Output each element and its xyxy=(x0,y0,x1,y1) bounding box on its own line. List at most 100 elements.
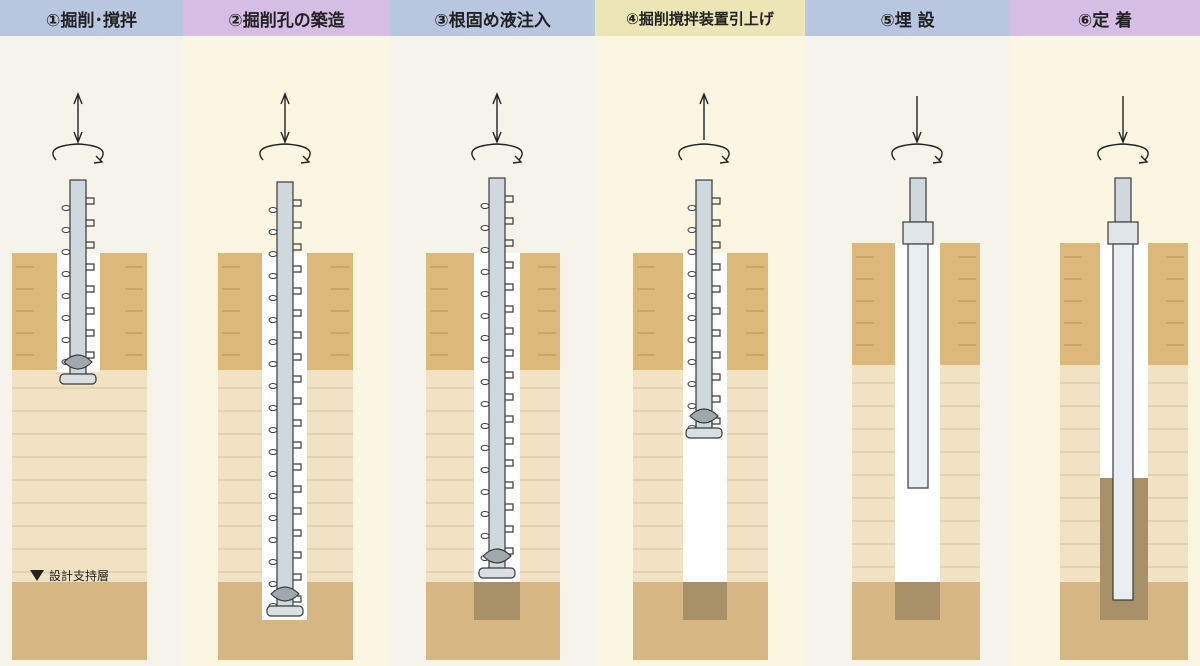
auger-blade xyxy=(505,481,514,489)
auger-rod xyxy=(276,181,294,611)
auger-blade xyxy=(86,329,95,337)
auger-blade xyxy=(712,307,721,315)
auger-nozzle xyxy=(61,271,71,277)
auger-blade xyxy=(505,283,514,291)
auger-nozzle xyxy=(687,227,697,233)
arrow-head-down xyxy=(912,131,922,144)
auger-nozzle xyxy=(480,335,490,341)
drill-bit xyxy=(478,567,516,579)
auger-nozzle xyxy=(268,493,278,499)
auger-blade xyxy=(712,351,721,359)
rotation-arc xyxy=(259,143,311,161)
auger-blade xyxy=(293,331,302,339)
auger-blade xyxy=(505,459,514,467)
vertical-arrow-icon xyxy=(280,92,290,144)
auger-nozzle xyxy=(268,537,278,543)
auger-nozzle xyxy=(61,227,71,233)
auger-blade xyxy=(505,261,514,269)
pile-cap-rod xyxy=(1114,177,1132,223)
rotation-arrowhead xyxy=(300,155,311,164)
rotation-arc xyxy=(678,143,730,161)
rotation-arrowhead xyxy=(932,155,943,164)
auger-rod xyxy=(695,179,713,433)
screw-head xyxy=(63,354,93,370)
auger-blade xyxy=(293,419,302,427)
root-cement-fill xyxy=(474,582,520,620)
auger-blade xyxy=(293,397,302,405)
auger-nozzle xyxy=(480,291,490,297)
auger-blade xyxy=(712,329,721,337)
step-header-1: ①掘削･撹拌 xyxy=(0,0,183,36)
auger-nozzle xyxy=(268,295,278,301)
arrow-head-down xyxy=(492,131,502,144)
arrow-head-down xyxy=(1118,131,1128,144)
root-cement-fill xyxy=(895,582,940,620)
auger-nozzle xyxy=(480,225,490,231)
drill-bit xyxy=(266,605,304,617)
step-title: ①掘削･撹拌 xyxy=(46,10,137,31)
vertical-arrow-icon xyxy=(699,92,709,140)
auger-blade xyxy=(505,327,514,335)
auger-nozzle xyxy=(61,337,71,343)
auger-blade xyxy=(293,507,302,515)
auger-nozzle xyxy=(268,515,278,521)
auger-blade xyxy=(293,375,302,383)
auger-nozzle xyxy=(687,403,697,409)
screw-head xyxy=(482,548,512,564)
auger-nozzle xyxy=(268,427,278,433)
step-title: ⑤埋 設 xyxy=(880,10,935,31)
auger-nozzle xyxy=(480,269,490,275)
auger-nozzle xyxy=(687,271,697,277)
auger-blade xyxy=(712,395,721,403)
root-cement-fill xyxy=(683,582,727,620)
auger-blade xyxy=(86,241,95,249)
vertical-arrow-icon xyxy=(492,92,502,144)
rotation-arrowhead xyxy=(1138,155,1149,164)
rotation-arc xyxy=(471,143,523,161)
auger-blade xyxy=(505,393,514,401)
auger-nozzle xyxy=(268,251,278,257)
auger-nozzle xyxy=(687,293,697,299)
step-header-4: ④掘削撹拌装置引上げ xyxy=(595,0,805,36)
auger-nozzle xyxy=(687,315,697,321)
auger-nozzle xyxy=(61,249,71,255)
step-title: ②掘削孔の築造 xyxy=(228,10,345,31)
auger-nozzle xyxy=(480,445,490,451)
auger-nozzle xyxy=(480,423,490,429)
auger-nozzle xyxy=(268,361,278,367)
rotation-arrow-icon xyxy=(259,143,311,164)
auger-blade xyxy=(712,197,721,205)
steel-pile xyxy=(907,243,929,489)
auger-blade xyxy=(505,195,514,203)
auger-nozzle xyxy=(268,339,278,345)
auger-nozzle xyxy=(480,379,490,385)
arrow-head-up xyxy=(699,92,709,105)
rotation-arrow-icon xyxy=(678,143,730,164)
auger-nozzle xyxy=(480,401,490,407)
vertical-arrow-icon xyxy=(73,92,83,144)
middle-soil-layer xyxy=(12,370,147,582)
arrow-head-up xyxy=(73,92,83,105)
rotation-arc xyxy=(1097,143,1149,161)
step-title: ⑥定 着 xyxy=(1077,10,1133,31)
auger-blade xyxy=(712,285,721,293)
drill-bit xyxy=(685,427,723,439)
auger-blade xyxy=(293,309,302,317)
auger-blade xyxy=(86,263,95,271)
triangle-down-icon xyxy=(30,570,44,581)
pile-joint xyxy=(1107,221,1139,245)
auger-nozzle xyxy=(480,247,490,253)
pile-joint xyxy=(902,221,934,245)
screw-head xyxy=(689,408,719,424)
arrow-head-down xyxy=(73,131,83,144)
rods-and-piles xyxy=(59,177,1139,617)
auger-nozzle xyxy=(268,229,278,235)
step-header-2: ②掘削孔の築造 xyxy=(183,0,390,36)
auger-rod xyxy=(488,177,506,573)
stratum-label: 設計支持層 xyxy=(49,568,109,583)
auger-nozzle xyxy=(687,337,697,343)
rotation-arrow-icon xyxy=(1097,143,1149,164)
auger-blade xyxy=(86,307,95,315)
auger-nozzle xyxy=(268,581,278,587)
rotation-arrow-icon xyxy=(52,143,104,164)
